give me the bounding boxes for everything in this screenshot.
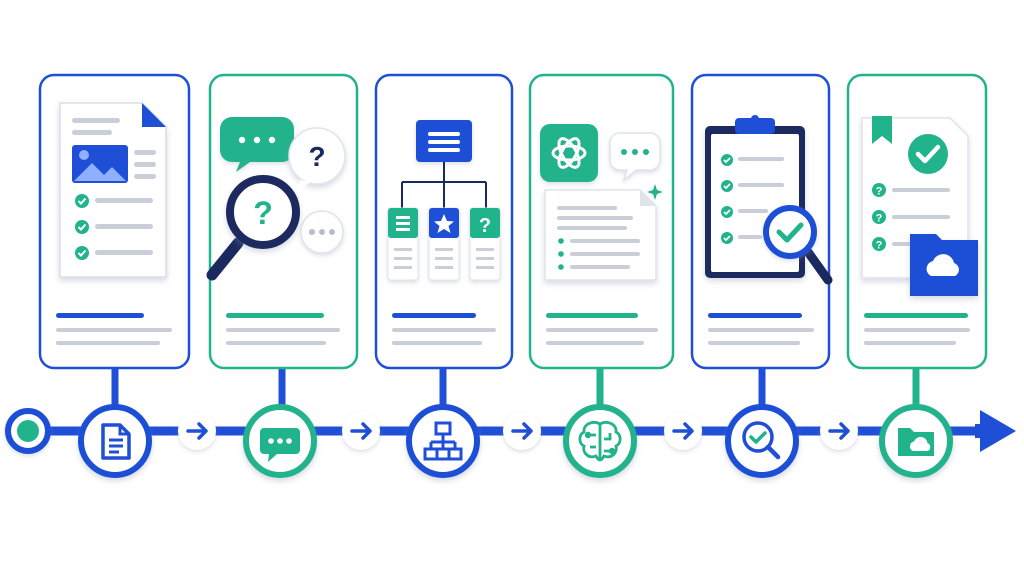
clipboard-checklist-magnifier-icon	[705, 115, 833, 285]
arrow-right-icon	[342, 412, 380, 450]
hierarchy-icon	[423, 421, 463, 461]
brain-circuit-icon	[578, 421, 622, 462]
svg-text:?: ?	[876, 213, 883, 225]
arrow-right-icon	[178, 412, 216, 450]
card-heading-bar	[226, 313, 324, 318]
card-text-line	[392, 341, 482, 345]
card-connectors	[111, 368, 920, 405]
timeline-end-arrow	[975, 410, 1016, 452]
timeline-arrows	[178, 412, 858, 450]
card-heading-bar	[56, 313, 144, 318]
questions-card: ? ?	[206, 73, 359, 370]
card-text-line	[56, 328, 172, 332]
card-text-line	[546, 328, 658, 332]
card-text-line	[226, 341, 326, 345]
storage-card: ? ? ?	[846, 73, 988, 370]
timeline-node-document[interactable]	[78, 404, 152, 478]
timeline-node-questions[interactable]	[243, 404, 317, 478]
org-chart-icon: ?	[387, 120, 501, 281]
review-card	[690, 73, 833, 370]
magnifier-question-bubbles-icon: ? ?	[206, 117, 346, 281]
card-text-line	[226, 328, 340, 332]
card-text-line	[708, 328, 814, 332]
svg-text:?: ?	[479, 215, 491, 237]
timeline-node-structure[interactable]	[406, 404, 480, 478]
arrow-right-icon	[664, 412, 702, 450]
timeline-node-review[interactable]	[725, 404, 799, 478]
card-text-line	[56, 341, 160, 345]
svg-text:?: ?	[308, 141, 325, 172]
card-text-line	[392, 328, 496, 332]
card-heading-bar	[864, 313, 968, 318]
svg-text:?: ?	[876, 186, 883, 198]
document-with-image-and-checklist-icon	[59, 102, 167, 278]
document-card	[38, 73, 191, 370]
ai-card	[528, 73, 675, 370]
card-text-line	[864, 341, 956, 345]
arrow-right-icon	[820, 412, 858, 450]
card-text-line	[864, 328, 970, 332]
svg-text:?: ?	[876, 240, 883, 252]
card-heading-bar	[392, 313, 476, 318]
cloud-folder-icon	[898, 428, 934, 456]
chat-bubble-icon	[260, 428, 300, 462]
card-text-line	[546, 341, 644, 345]
timeline-node-storage[interactable]	[879, 404, 953, 478]
card-text-line	[708, 341, 800, 345]
timeline-node-ai-processing[interactable]	[563, 404, 637, 478]
document-icon	[101, 423, 131, 460]
structure-card: ?	[374, 73, 514, 370]
svg-text:?: ?	[253, 195, 273, 231]
card-heading-bar	[708, 313, 802, 318]
card-heading-bar	[546, 313, 638, 318]
arrow-right-icon	[503, 412, 541, 450]
ai-logo-generated-doc-icon	[540, 124, 663, 281]
magnifier-check-icon	[742, 421, 781, 460]
verified-doc-cloud-folder-icon: ? ? ?	[861, 116, 978, 296]
timeline-start-dot	[5, 408, 51, 454]
